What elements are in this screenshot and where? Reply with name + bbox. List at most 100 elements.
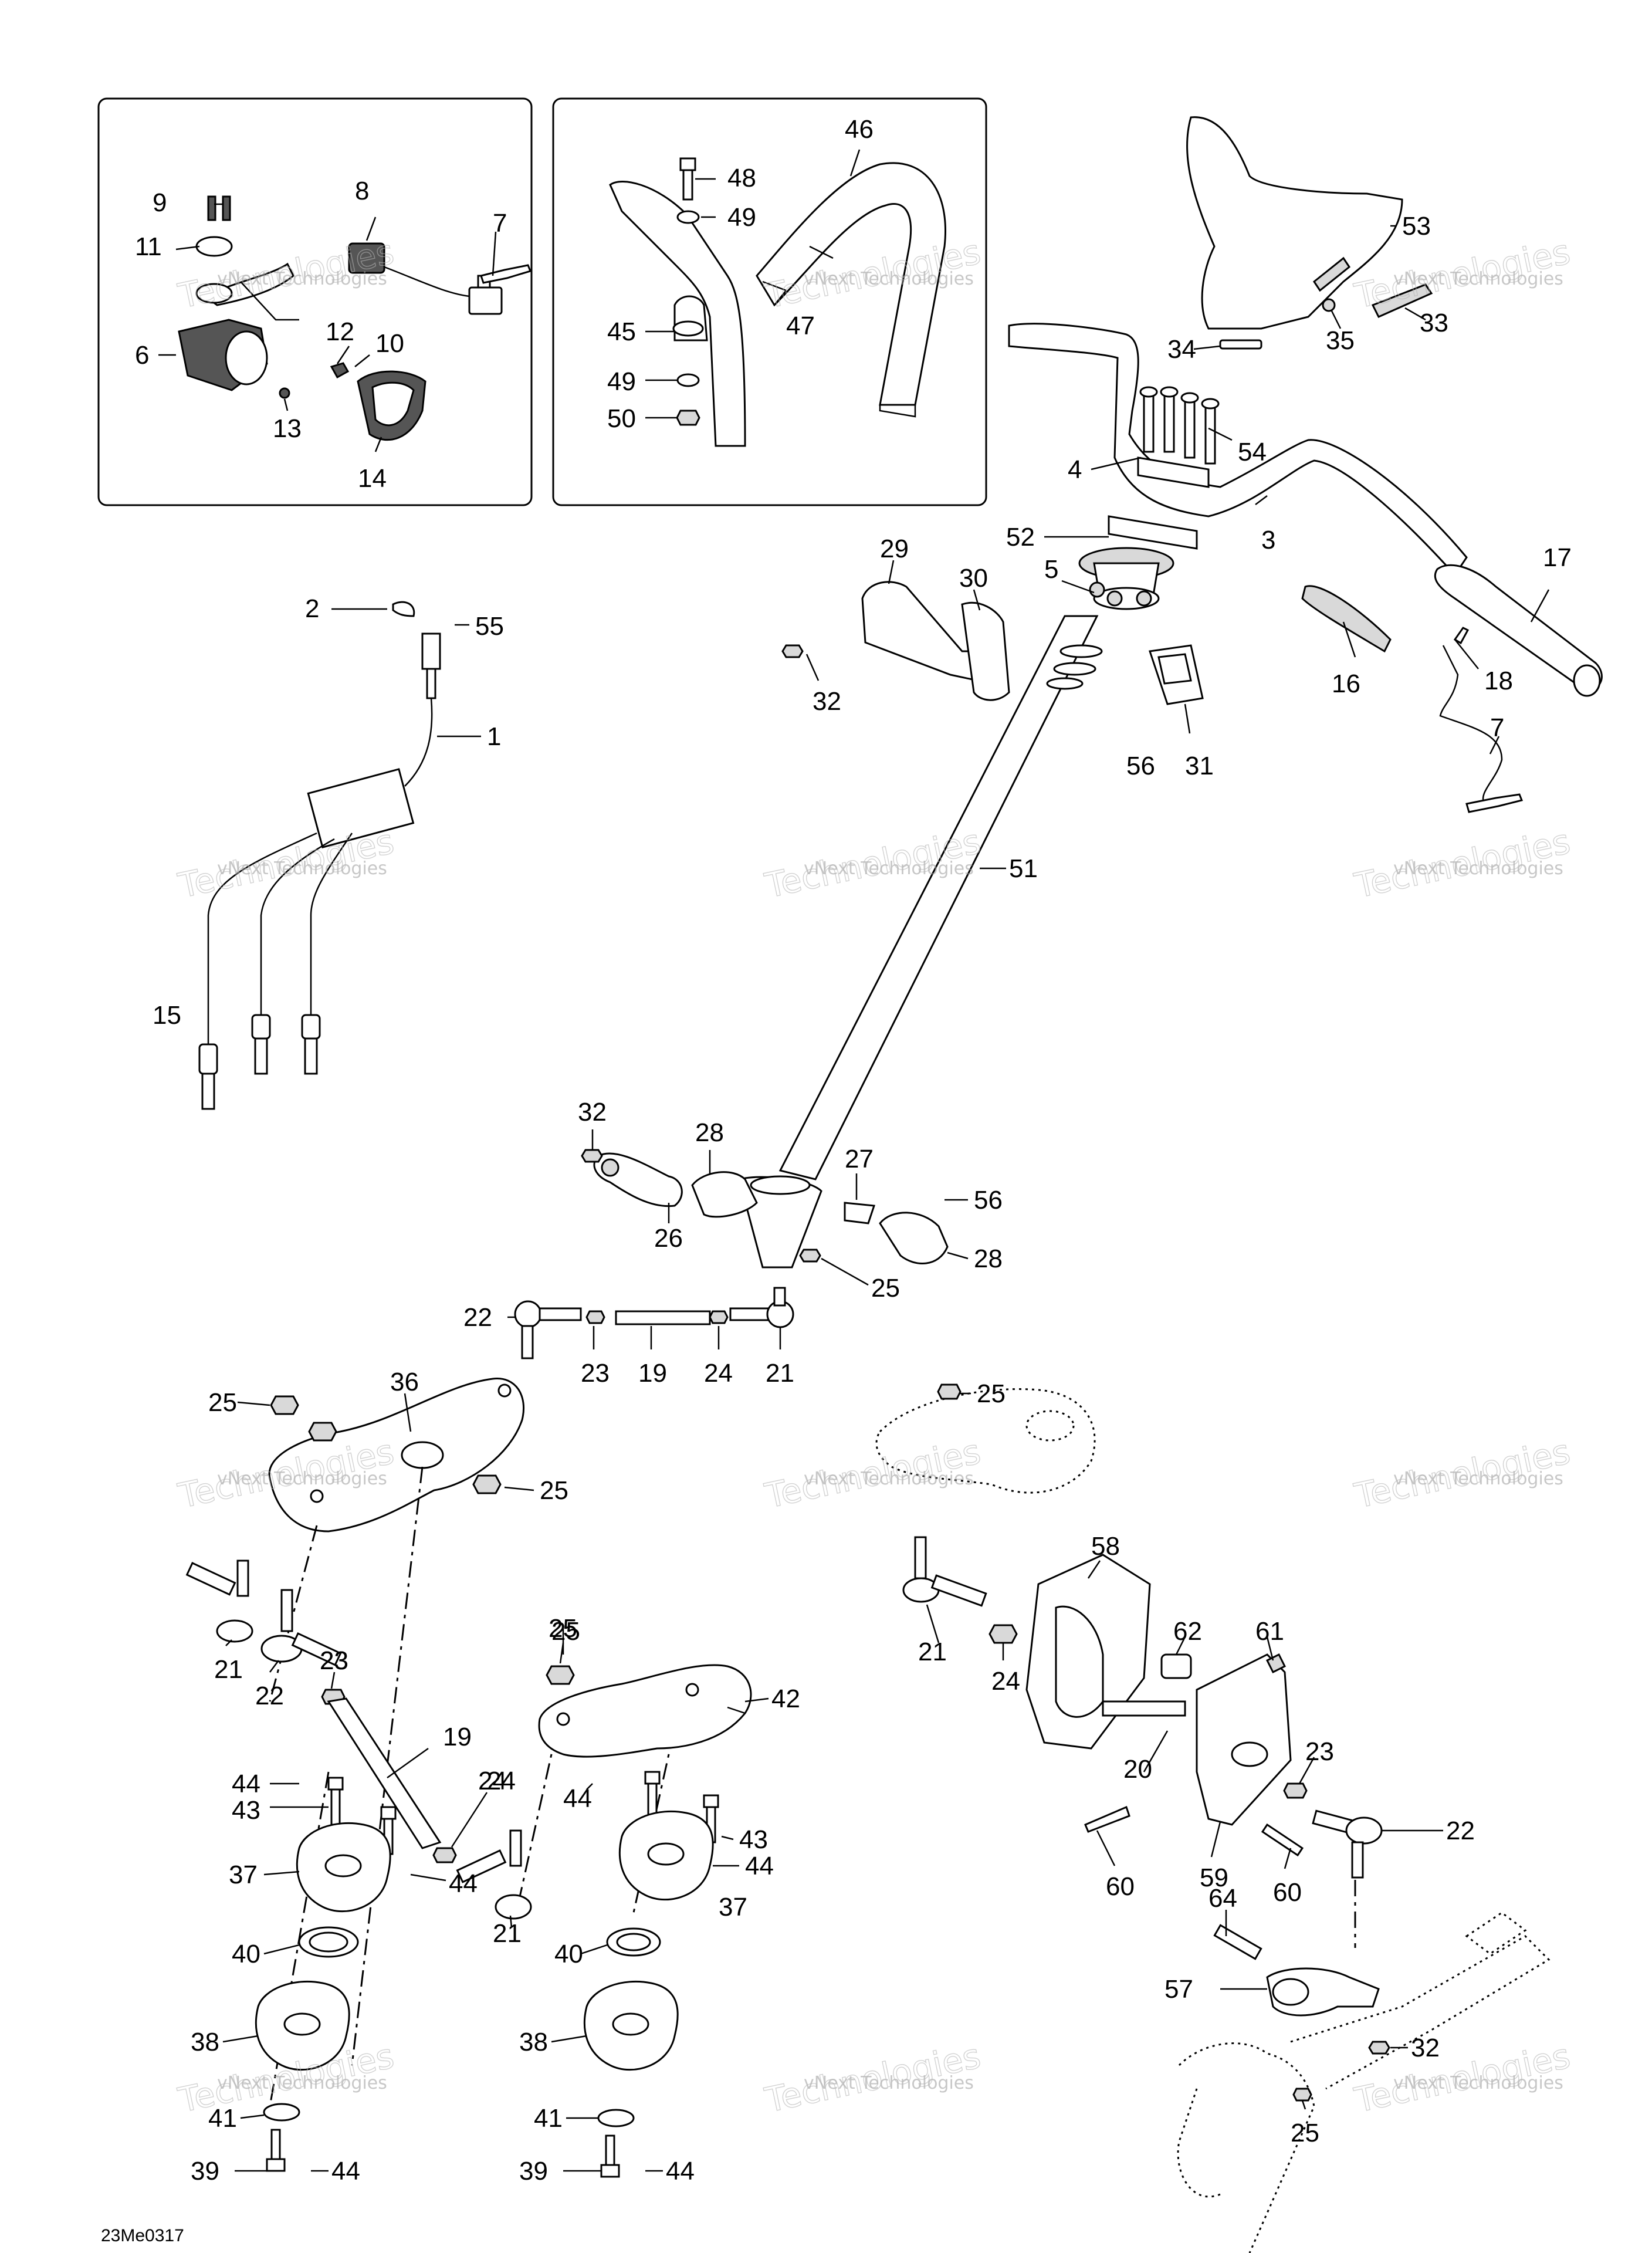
plate-38-right <box>583 1980 679 2071</box>
callout-23-top: 23 <box>581 1359 610 1388</box>
callout-21-mid: 21 <box>493 1919 522 1948</box>
steering-arm-outline <box>875 1388 1096 1494</box>
svg-text:vNext Technologies: vNext Technologies <box>804 2073 974 2093</box>
diagram-code: 23Me0317 <box>101 2226 184 2245</box>
plate-38-left <box>255 1980 350 2071</box>
handlebar-bend-part <box>756 162 946 418</box>
steering-arm-42-part <box>538 1664 752 1758</box>
callout-39-left: 39 <box>191 2157 219 2186</box>
throttle-cable-part <box>198 632 441 1110</box>
callout-32-right: 32 <box>1411 2034 1440 2062</box>
callout-44-e: 44 <box>745 1852 774 1880</box>
callout-23-mid: 23 <box>320 1646 348 1675</box>
rivet-60-left <box>1084 1805 1130 1833</box>
steering-head-part <box>1078 547 1174 610</box>
steering-column-part <box>778 615 1103 1180</box>
bolt-39-left <box>266 2129 286 2172</box>
callout-21-top: 21 <box>766 1359 794 1388</box>
callout-6: 6 <box>135 341 149 370</box>
watermark-4: vNext Technologies Technologies <box>174 821 398 906</box>
callout-25-a: 25 <box>551 1617 580 1646</box>
grip-part <box>1434 564 1603 697</box>
callout-60-right: 60 <box>1273 1878 1302 1907</box>
callout-44-b: 44 <box>449 1869 478 1898</box>
bushing-40-left <box>298 1926 359 1958</box>
callout-44-a: 44 <box>232 1770 260 1798</box>
svg-text:vNext Technologies: vNext Technologies <box>1393 2073 1563 2093</box>
callout-11: 11 <box>135 232 162 261</box>
svg-text:Technologies: Technologies <box>1351 821 1574 906</box>
handlebar-part <box>1008 323 1468 577</box>
nut-24-top <box>709 1310 729 1324</box>
callout-24-top: 24 <box>704 1359 733 1388</box>
nut-25-d <box>546 1665 575 1685</box>
wire-terminal-part <box>480 264 532 284</box>
bolt-48-part <box>679 157 696 201</box>
tie-rod-19-left <box>327 1697 442 1849</box>
arm-57-part <box>1266 1967 1380 2017</box>
callout-22-top: 22 <box>463 1303 492 1332</box>
tie-rod-end-22-left <box>260 1589 342 1666</box>
assembly-line-1 <box>269 1525 318 1702</box>
callout-25-d: 25 <box>549 1614 577 1643</box>
callout-24-left: 24 <box>487 1767 516 1795</box>
callout-40-right: 40 <box>554 1940 583 1968</box>
callout-30: 30 <box>959 564 988 593</box>
callout-25-b: 25 <box>208 1388 237 1417</box>
svg-text:vNext Technologies: vNext Technologies <box>217 2073 387 2093</box>
svg-text:vNext Technologies: vNext Technologies <box>804 858 974 879</box>
watermark-9: vNext Technologies Technologies <box>1350 1431 1574 1517</box>
callout-12: 12 <box>326 317 354 346</box>
plate-37-left <box>296 1822 391 1913</box>
callout-62: 62 <box>1173 1617 1202 1646</box>
bolt-43-left <box>327 1777 397 1855</box>
callout-28-upper: 28 <box>695 1118 724 1147</box>
callout-13: 13 <box>273 414 302 443</box>
nut-24-right <box>989 1624 1018 1644</box>
svg-text:Technologies: Technologies <box>761 1432 984 1516</box>
callout-43-left: 43 <box>232 1796 260 1825</box>
callout-4: 4 <box>1068 455 1082 484</box>
tie-rod-end-21-right <box>902 1536 987 1607</box>
callout-38-left: 38 <box>191 2028 219 2056</box>
heating-element-wire <box>1439 627 1503 804</box>
callout-20: 20 <box>1123 1755 1152 1784</box>
callout-43-right: 43 <box>739 1825 768 1854</box>
ski-leg-outline <box>1177 1912 1551 2253</box>
watermark-6: vNext Technologies Technologies <box>1350 821 1574 906</box>
callout-3: 3 <box>1261 526 1275 554</box>
callout-54: 54 <box>1238 438 1267 466</box>
callout-56-upper: 56 <box>1126 752 1155 780</box>
tie-rod-19-top <box>615 1310 711 1325</box>
callout-49-upper: 49 <box>727 203 756 232</box>
washer-41-left <box>263 2103 300 2122</box>
nut-32-lower-left <box>581 1149 603 1163</box>
svg-text:vNext Technologies: vNext Technologies <box>217 1469 387 1489</box>
bushing-62-part <box>1160 1653 1192 1679</box>
callout-14: 14 <box>358 464 387 493</box>
clamp-28-upper <box>691 1171 758 1218</box>
leader-lines <box>158 149 1550 2172</box>
plate-37-right <box>618 1810 714 1901</box>
handlebar-clamp-blocks <box>1108 456 1210 550</box>
callout-47: 47 <box>786 312 815 340</box>
inset-box-right <box>552 97 987 506</box>
nut-35-part <box>1322 298 1336 312</box>
svg-text:Technologies: Technologies <box>1351 1432 1574 1516</box>
callout-labels: 9 11 6 8 7 12 10 13 14 48 49 45 49 50 46… <box>135 115 1572 2186</box>
callout-40-left: 40 <box>232 1940 260 1968</box>
nut-25-e <box>937 1383 962 1400</box>
callout-24-mid: 24 <box>478 1767 507 1795</box>
nut-24-left <box>432 1847 457 1863</box>
svg-text:vNext Technologies: vNext Technologies <box>1393 858 1563 879</box>
callout-44-c: 44 <box>331 2157 360 2186</box>
washer-41-right <box>597 2109 635 2127</box>
callout-22-left: 22 <box>255 1682 284 1710</box>
callout-34: 34 <box>1167 335 1196 364</box>
rivet-60-right <box>1261 1823 1304 1857</box>
callout-31: 31 <box>1185 752 1214 780</box>
callout-46: 46 <box>845 115 874 144</box>
callout-28-lower: 28 <box>974 1244 1003 1273</box>
washer-49-upper <box>676 210 700 224</box>
